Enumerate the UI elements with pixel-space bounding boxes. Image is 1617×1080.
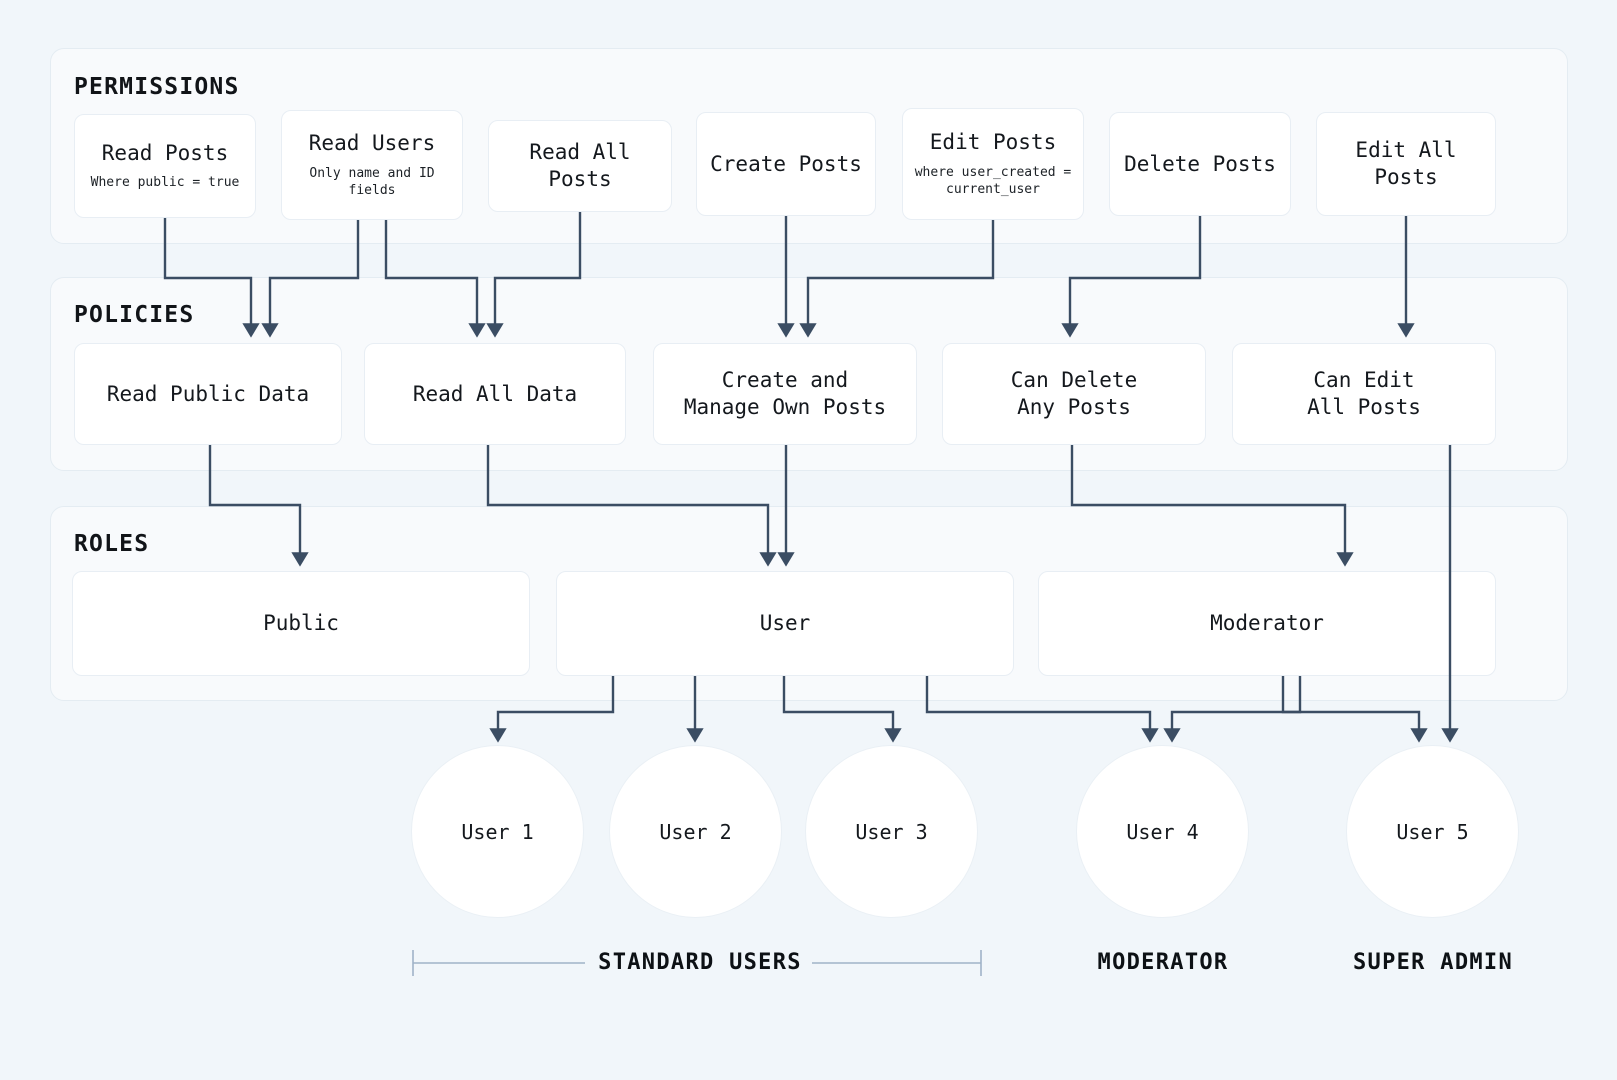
band-title-roles: ROLES (74, 531, 150, 557)
permission-subtitle: where user_created = current_user (914, 165, 1072, 197)
permission-node-read-users[interactable]: Read Users Only name and ID fields (281, 110, 463, 220)
permission-title: Read Posts (101, 140, 229, 165)
user-label: User 4 (1126, 819, 1199, 844)
policy-node-read-all-data[interactable]: Read All Data (364, 343, 626, 445)
user-circle-1[interactable]: User 1 (411, 745, 584, 918)
permission-node-edit-all-posts[interactable]: Edit All Posts (1316, 112, 1496, 216)
permission-node-edit-posts[interactable]: Edit Posts where user_created = current_… (902, 108, 1084, 220)
permission-subtitle: Where public = true (90, 175, 240, 191)
role-node-public[interactable]: Public (72, 571, 530, 676)
policy-title: Read All Data (412, 381, 578, 406)
group-label-moderator: MODERATOR (1097, 950, 1229, 975)
user-label: User 2 (659, 819, 732, 844)
policy-title: Can Edit All Posts (1307, 368, 1421, 419)
permission-node-read-posts[interactable]: Read Posts Where public = true (74, 114, 256, 218)
permission-title: Edit Posts (929, 130, 1057, 155)
policy-node-read-public-data[interactable]: Read Public Data (74, 343, 342, 445)
user-label: User 3 (855, 819, 928, 844)
band-title-policies: POLICIES (74, 302, 195, 328)
policy-title: Can Delete Any Posts (1010, 368, 1138, 419)
band-title-permissions: PERMISSIONS (74, 74, 240, 100)
permission-title: Read Users (308, 131, 436, 156)
permission-subtitle: Only name and ID fields (309, 166, 435, 198)
permission-node-delete-posts[interactable]: Delete Posts (1109, 112, 1291, 216)
user-circle-2[interactable]: User 2 (609, 745, 782, 918)
group-label-standard-users: STANDARD USERS (598, 950, 802, 975)
permission-title: Read All Posts (529, 140, 631, 191)
permission-title: Create Posts (710, 151, 862, 176)
permission-title: Edit All Posts (1355, 138, 1457, 189)
role-node-moderator[interactable]: Moderator (1038, 571, 1496, 676)
role-title: User (759, 611, 811, 636)
policy-title: Read Public Data (106, 381, 310, 406)
role-title: Public (263, 611, 339, 636)
role-title: Moderator (1210, 611, 1324, 636)
user-circle-4[interactable]: User 4 (1076, 745, 1249, 918)
policy-node-can-delete-any-posts[interactable]: Can Delete Any Posts (942, 343, 1206, 445)
policy-node-create-manage-own-posts[interactable]: Create and Manage Own Posts (653, 343, 917, 445)
user-circle-5[interactable]: User 5 (1346, 745, 1519, 918)
group-label-super-admin: SUPER ADMIN (1353, 950, 1513, 975)
role-node-user[interactable]: User (556, 571, 1014, 676)
permission-node-read-all-posts[interactable]: Read All Posts (488, 120, 672, 212)
permission-node-create-posts[interactable]: Create Posts (696, 112, 876, 216)
user-label: User 5 (1396, 819, 1469, 844)
policy-title: Create and Manage Own Posts (683, 368, 887, 419)
user-label: User 1 (461, 819, 534, 844)
permission-title: Delete Posts (1124, 151, 1276, 176)
policy-node-can-edit-all-posts[interactable]: Can Edit All Posts (1232, 343, 1496, 445)
user-circle-3[interactable]: User 3 (805, 745, 978, 918)
